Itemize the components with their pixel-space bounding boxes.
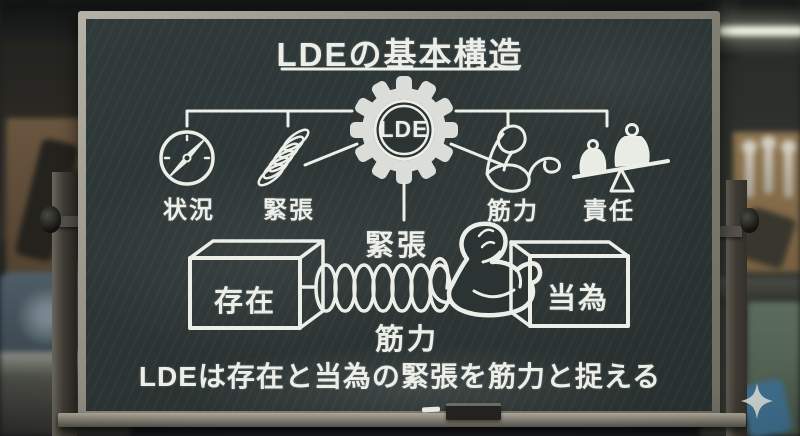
wrench-head	[742, 140, 757, 154]
tension-spring	[300, 257, 458, 313]
summary-text: LDEは存在と当為の緊張を筋力と捉える	[138, 361, 662, 392]
existence-box-label: 存在	[213, 286, 277, 318]
lower-strength-label: 筋力	[374, 324, 440, 356]
wrench-icon	[764, 146, 773, 194]
lower-tension-label: 緊張	[364, 230, 430, 262]
branch-connectors	[185, 109, 609, 222]
branch-label-tension: 緊張	[263, 197, 315, 224]
pivot-knob-right	[740, 208, 759, 233]
board-title: LDEの基本構造	[276, 36, 524, 73]
ought-box	[509, 240, 630, 328]
branch-label-situation: 状況	[163, 197, 215, 224]
branch-label-responsibility: 責任	[583, 198, 635, 225]
pivot-bracket-right	[714, 226, 742, 237]
branch-label-strength: 筋力	[487, 198, 539, 225]
compass-icon	[159, 130, 215, 186]
gear-label: LDE	[379, 116, 429, 142]
pivot-bracket-left	[57, 216, 83, 227]
ought-box-label: 当為	[546, 283, 610, 315]
bicep-icon	[485, 124, 561, 193]
wrench-head	[761, 136, 776, 150]
wrench-head	[781, 140, 796, 154]
stand-post-right	[726, 180, 747, 436]
chalk-tray	[58, 413, 746, 427]
wrench-icon	[784, 150, 793, 198]
fluorescent-light	[718, 26, 800, 36]
sparkle-icon	[741, 383, 773, 419]
gear-icon	[350, 76, 458, 184]
balance-icon	[572, 123, 670, 193]
pivot-knob-left	[40, 206, 61, 233]
spring-icon	[257, 128, 310, 187]
muscle-arm-icon	[446, 221, 543, 318]
wrench-icon	[745, 150, 754, 198]
eraser	[446, 403, 501, 420]
